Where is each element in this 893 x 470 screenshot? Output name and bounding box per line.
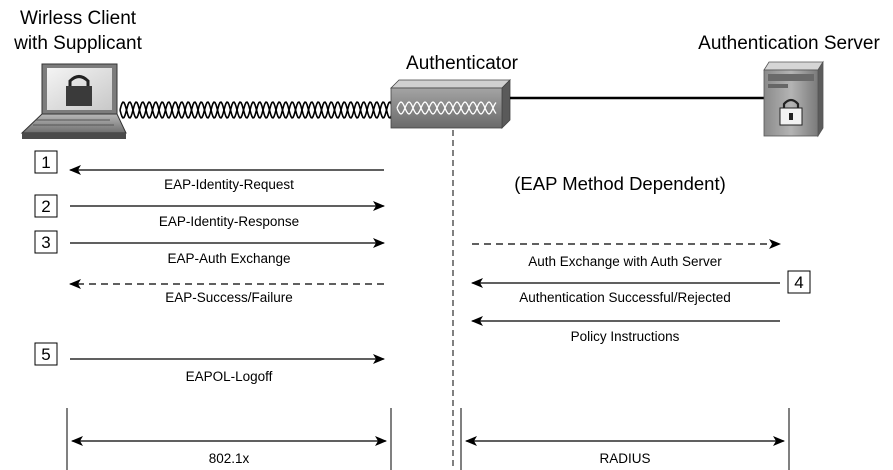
step-box-5: 5 [34,342,58,366]
label-eap-identity-request: EAP-Identity-Request [164,177,294,192]
authenticator-title: Authenticator [406,53,519,74]
protocol-label-right: RADIUS [599,451,650,466]
step-number: 2 [41,197,50,216]
label-eap-success-failure: EAP-Success/Failure [165,290,293,305]
server-title: Authentication Server [698,33,880,54]
eap-method-note: (EAP Method Dependent) [514,173,726,194]
step-box-4: 4 [787,270,811,294]
step-number: 5 [41,345,50,364]
padlock-icon [66,75,92,106]
step-box-1: 1 [34,150,58,174]
step-number: 3 [41,233,50,252]
label-policy-instructions: Policy Instructions [571,329,680,344]
label-eapol-logoff: EAPOL-Logoff [186,369,273,384]
label-eap-identity-response: EAP-Identity-Response [159,214,299,229]
client-title-line1: Wirless Client [20,8,137,29]
label-auth-success-rejected: Authentication Successful/Rejected [519,290,731,305]
switch-icon [390,79,511,129]
laptop-icon [20,63,127,139]
step-box-2: 2 [34,194,58,218]
step-number: 4 [794,273,803,292]
wireless-link [119,101,393,119]
client-title-line2: with Supplicant [13,33,143,54]
step-box-3: 3 [34,230,58,254]
step-number: 1 [41,153,50,172]
protocol-label-left: 802.1x [209,451,250,466]
server-padlock-icon [779,98,803,126]
label-auth-exchange-server: Auth Exchange with Auth Server [528,254,722,269]
label-eap-auth-exchange: EAP-Auth Exchange [167,251,290,266]
server-icon [763,60,824,138]
